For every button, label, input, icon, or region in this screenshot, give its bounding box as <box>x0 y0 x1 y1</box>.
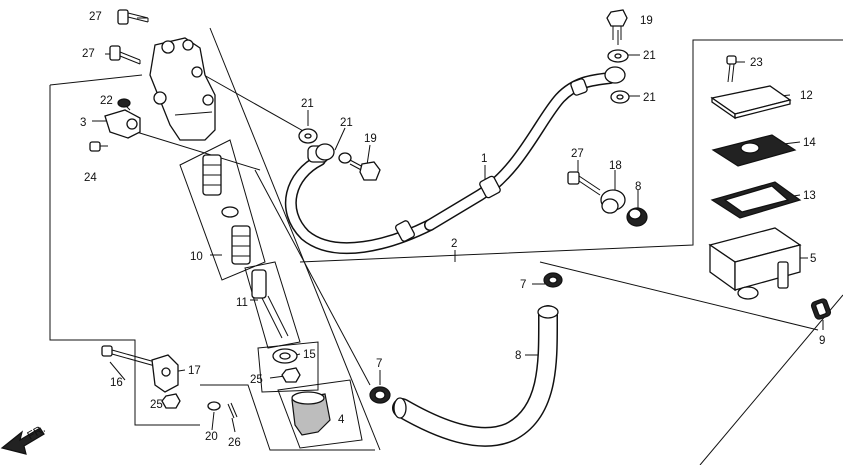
callout-27-lower: 27 <box>82 48 95 60</box>
callout-23: 23 <box>750 57 763 69</box>
washer-21-c-icon <box>607 49 629 63</box>
callout-9: 9 <box>819 335 825 347</box>
reservoir-hose-8 <box>392 305 559 447</box>
callout-19-left: 19 <box>364 133 377 145</box>
reservoir-5-icon <box>708 227 802 300</box>
washer-21-b-icon <box>338 152 352 164</box>
callout-15: 15 <box>303 349 316 361</box>
bracket-17-icon <box>151 354 179 393</box>
callout-19-top: 19 <box>640 15 653 27</box>
nut-25-upper-icon <box>281 367 301 383</box>
callout-1: 1 <box>481 153 487 165</box>
clamp-9-icon <box>810 298 832 320</box>
o-ring-22-icon <box>117 98 131 108</box>
callout-24: 24 <box>84 172 97 184</box>
joint-3-icon <box>104 109 141 139</box>
callout-4: 4 <box>338 414 345 426</box>
callout-18: 18 <box>609 160 622 172</box>
bolt-27-lower-icon <box>109 45 141 65</box>
callout-27-right: 27 <box>571 148 584 160</box>
callout-3: 3 <box>80 117 86 129</box>
front-arrow-icon <box>0 427 45 455</box>
callout-11: 11 <box>236 297 248 309</box>
cap-12-icon <box>710 85 792 120</box>
washer-20-icon <box>207 401 221 411</box>
plate-14-icon <box>711 134 797 167</box>
bolt-19-top-icon <box>606 9 628 40</box>
callout-labels: 27 27 22 3 24 10 11 16 17 25 20 26 15 25… <box>26 11 826 449</box>
clevis-15-icon <box>272 348 298 364</box>
callout-7-right: 7 <box>520 279 526 291</box>
callout-21-b: 21 <box>340 117 353 129</box>
master-cylinder-body <box>149 37 216 141</box>
diaphragm-13-icon <box>710 181 802 219</box>
front-label: FR. <box>26 423 48 443</box>
callout-21-a: 21 <box>301 98 314 110</box>
group-outline-lines <box>49 27 843 465</box>
clip-7-left-icon <box>369 386 391 404</box>
boot-4-icon <box>291 391 331 436</box>
callout-16: 16 <box>110 377 123 389</box>
callout-10: 10 <box>190 251 203 263</box>
callout-21-d: 21 <box>643 92 656 104</box>
callout-22: 22 <box>100 95 113 107</box>
callout-25-lower: 25 <box>150 399 163 411</box>
callout-13: 13 <box>803 190 816 202</box>
grommet-8-icon <box>626 207 648 227</box>
cotter-pin-26-icon <box>227 402 238 419</box>
callout-14: 14 <box>803 137 816 149</box>
callout-17: 17 <box>188 365 201 377</box>
bolt-16-icon <box>101 345 156 367</box>
push-rod-11-icon <box>251 269 289 339</box>
washer-21-d-icon <box>610 90 630 104</box>
washer-21-a-icon <box>298 128 318 144</box>
callout-8-lower: 8 <box>515 350 521 362</box>
callout-25-upper: 25 <box>250 374 263 386</box>
nut-25-lower-icon <box>161 393 181 409</box>
callout-26: 26 <box>228 437 241 449</box>
callout-20: 20 <box>205 431 218 443</box>
callout-5: 5 <box>810 253 816 265</box>
callout-8-upper: 8 <box>635 181 641 193</box>
callout-21-c: 21 <box>643 50 656 62</box>
joint-18-icon <box>600 189 626 214</box>
callout-12: 12 <box>800 90 813 102</box>
screw-24-icon <box>89 141 108 152</box>
brake-hose-2 <box>284 66 626 254</box>
spring-10-icon <box>202 154 251 265</box>
bolt-27-upper-icon <box>117 9 149 25</box>
bolt-19-left-icon <box>349 159 381 181</box>
screw-23-icon <box>726 55 737 83</box>
clip-7-right-icon <box>543 272 563 288</box>
callout-2: 2 <box>451 238 457 250</box>
callout-7-left: 7 <box>376 358 382 370</box>
bolt-27-right-icon <box>567 171 601 196</box>
callout-27-upper: 27 <box>89 11 102 23</box>
